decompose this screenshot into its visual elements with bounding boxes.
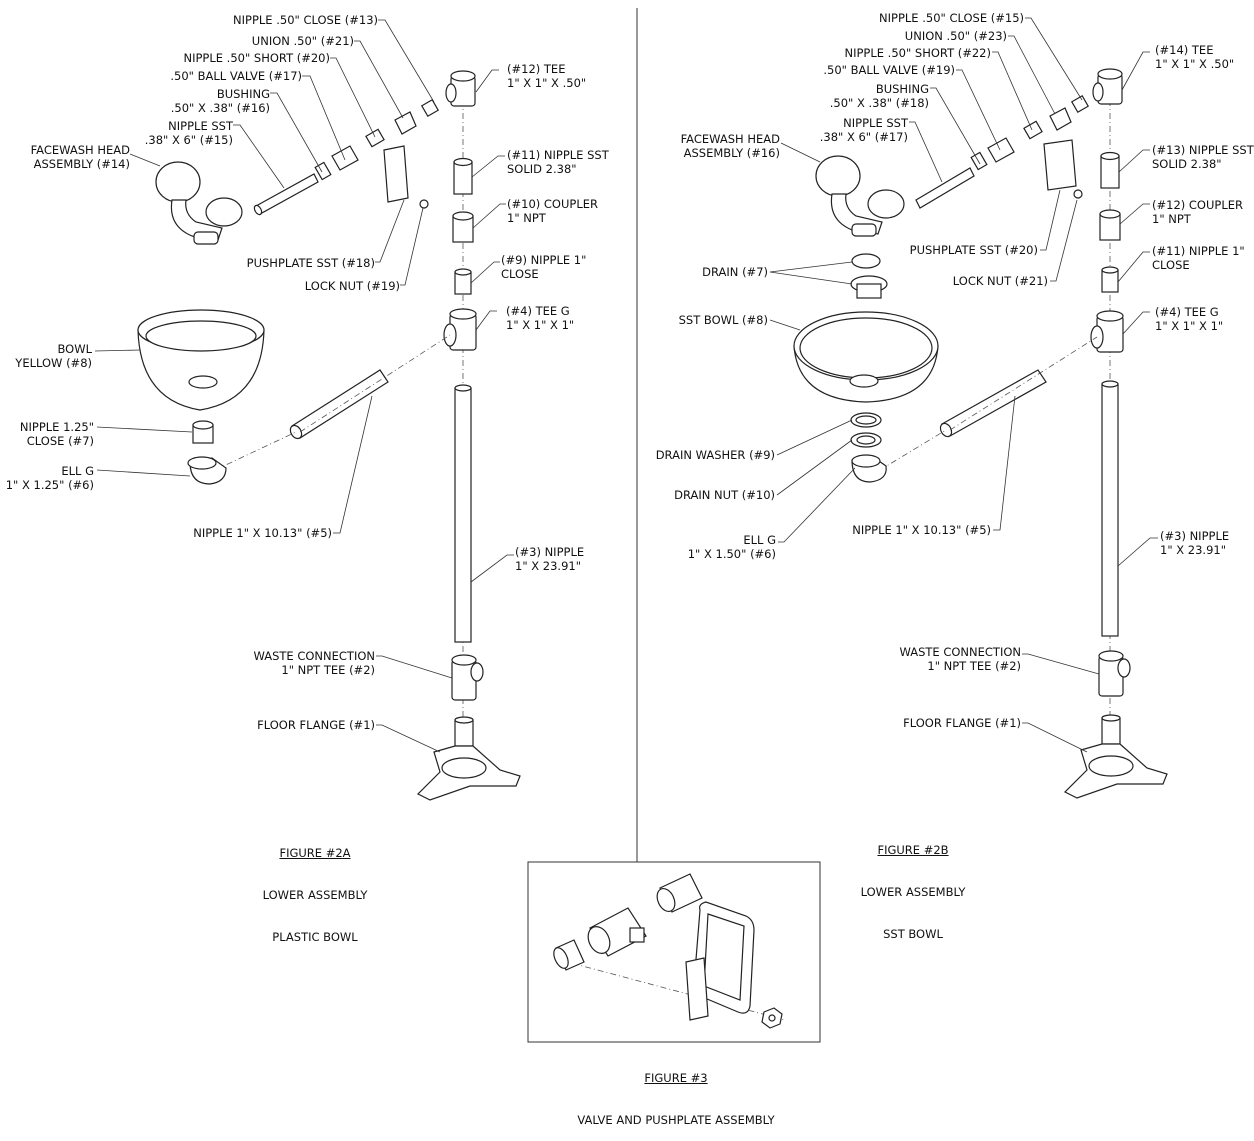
exploded-assembly-drawing	[94, 8, 1168, 1043]
figure-2b-subtitle-2: SST BOWL	[883, 927, 943, 941]
label-coupler-10: (#10) COUPLER 1" NPT	[507, 197, 598, 225]
fig3-lock-nut-part	[761, 1007, 783, 1029]
figure-2b-subtitle-1: LOWER ASSEMBLY	[860, 885, 966, 899]
nipple-3-part	[454, 384, 472, 643]
drain-washer-9-part	[850, 412, 882, 428]
tee-14-part	[1092, 68, 1123, 105]
valve-assembly-2a	[253, 98, 440, 216]
coupler-10-part	[452, 211, 474, 243]
label-floor-flange-1: FLOOR FLANGE (#1)	[903, 716, 1021, 730]
label-nipple-short-22: NIPPLE .50" SHORT (#22)	[844, 46, 991, 60]
label-facewash-head-16: FACEWASH HEAD ASSEMBLY (#16)	[680, 132, 780, 160]
figure-3-frame	[527, 861, 821, 1043]
label-bushing-18: BUSHING .50" X .38" (#18)	[829, 82, 929, 110]
tee-g-4-part	[1090, 310, 1124, 353]
label-nipple-11: (#11) NIPPLE SST SOLID 2.38"	[507, 148, 609, 176]
figure-2b-title: FIGURE #2B	[877, 843, 949, 857]
valve-assembly-2b	[915, 94, 1090, 209]
label-lock-nut-19: LOCK NUT (#19)	[304, 279, 400, 293]
label-sst-bowl-8: SST BOWL (#8)	[678, 313, 768, 327]
label-nipple-5: NIPPLE 1" X 10.13" (#5)	[852, 523, 991, 537]
label-bushing-16: BUSHING .50" X .38" (#16)	[170, 87, 270, 115]
facewash-head-16-part	[815, 155, 905, 237]
figure-2a-drawing	[137, 70, 521, 801]
label-waste-connection-2: WASTE CONNECTION 1" NPT TEE (#2)	[253, 649, 375, 677]
label-nipple-sst-15: NIPPLE SST .38" X 6" (#15)	[144, 119, 233, 147]
label-nipple-sst-17: NIPPLE SST .38" X 6" (#17)	[819, 116, 908, 144]
ell-6-part	[187, 456, 227, 485]
figure-3-title: FIGURE #3	[644, 1071, 708, 1085]
label-nipple-close-15: NIPPLE .50" CLOSE (#15)	[879, 11, 1024, 25]
label-tee-g-4: (#4) TEE G 1" X 1" X 1"	[506, 304, 575, 332]
label-drain-7: DRAIN (#7)	[702, 265, 768, 279]
figure-2a-title: FIGURE #2A	[279, 846, 351, 860]
figure-3-subtitle: VALVE AND PUSHPLATE ASSEMBLY	[577, 1113, 775, 1127]
nipple-5-part	[939, 369, 1047, 438]
label-nipple-9: (#9) NIPPLE 1" CLOSE	[501, 253, 587, 281]
waste-tee-2-part	[1098, 650, 1131, 697]
label-ball-valve-17: .50" BALL VALVE (#17)	[170, 69, 302, 83]
label-union-21: UNION .50" (#21)	[251, 34, 354, 48]
tee-12-part	[445, 70, 476, 107]
label-nipple-13: (#13) NIPPLE SST SOLID 2.38"	[1152, 143, 1254, 171]
nipple-11-part	[453, 157, 473, 195]
facewash-head-14-part	[155, 161, 243, 245]
label-ball-valve-19: .50" BALL VALVE (#19)	[823, 63, 955, 77]
nipple-5-part	[289, 369, 389, 440]
fig3-bushing-part	[553, 939, 585, 971]
figure-2b-drawing	[793, 68, 1168, 799]
floor-flange-1-part	[416, 716, 521, 801]
nipple-13-part	[1100, 151, 1120, 189]
label-nipple-3: (#3) NIPPLE 1" X 23.91"	[515, 545, 585, 573]
tee-g-4-part	[443, 308, 477, 351]
figure-2a-subtitle-1: LOWER ASSEMBLY	[262, 888, 368, 902]
figure-2b-leaders	[769, 17, 1158, 753]
label-nipple-3: (#3) NIPPLE 1" X 23.91"	[1160, 529, 1230, 557]
figure-2a-caption: FIGURE #2A LOWER ASSEMBLY PLASTIC BOWL	[230, 818, 400, 958]
floor-flange-1-part	[1063, 714, 1168, 799]
label-tee-g-4: (#4) TEE G 1" X 1" X 1"	[1155, 305, 1224, 333]
figure-2a-subtitle-2: PLASTIC BOWL	[272, 930, 358, 944]
label-drain-washer-9: DRAIN WASHER (#9)	[655, 448, 775, 462]
label-tee-12: (#12) TEE 1" X 1" X .50"	[507, 62, 587, 90]
label-bowl-8: BOWL YELLOW (#8)	[15, 342, 92, 370]
figure-3-caption: FIGURE #3 VALVE AND PUSHPLATE ASSEMBLY	[540, 1043, 812, 1141]
label-tee-14: (#14) TEE 1" X 1" X .50"	[1155, 43, 1235, 71]
label-nipple-11: (#11) NIPPLE 1" CLOSE	[1152, 244, 1245, 272]
nipple-11-part	[1101, 266, 1119, 293]
label-drain-nut-10: DRAIN NUT (#10)	[674, 488, 775, 502]
ell-6-part	[851, 454, 887, 483]
waste-tee-2-part	[451, 654, 484, 701]
drain-nut-10-part	[850, 432, 882, 448]
nipple-3-part	[1101, 380, 1119, 637]
label-facewash-head-14: FACEWASH HEAD ASSEMBLY (#14)	[30, 143, 130, 171]
label-union-23: UNION .50" (#23)	[904, 29, 1007, 43]
label-ell-6: ELL G 1" X 1.50" (#6)	[687, 533, 776, 561]
fig3-nipple-part	[656, 873, 703, 913]
label-nipple-7: NIPPLE 1.25" CLOSE (#7)	[19, 420, 94, 448]
label-nipple-5: NIPPLE 1" X 10.13" (#5)	[193, 526, 332, 540]
bowl-8-part	[137, 309, 265, 411]
label-pushplate-18: PUSHPLATE SST (#18)	[246, 256, 375, 270]
fig3-ball-valve-part	[587, 907, 647, 957]
figure-2b-caption: FIGURE #2B LOWER ASSEMBLY SST BOWL	[828, 815, 998, 955]
label-lock-nut-21: LOCK NUT (#21)	[952, 274, 1048, 288]
label-ell-6: ELL G 1" X 1.25" (#6)	[5, 464, 94, 492]
figure-3-drawing	[553, 873, 786, 1029]
nipple-7-part	[192, 420, 214, 444]
label-pushplate-20: PUSHPLATE SST (#20)	[909, 243, 1038, 257]
fig3-pushplate-part	[685, 901, 755, 1021]
figure-2a-leaders	[94, 19, 514, 753]
nipple-9-part	[454, 268, 472, 295]
coupler-12-part	[1099, 209, 1121, 241]
label-nipple-short-20: NIPPLE .50" SHORT (#20)	[183, 51, 330, 65]
label-floor-flange-1: FLOOR FLANGE (#1)	[257, 718, 375, 732]
label-nipple-close-13: NIPPLE .50" CLOSE (#13)	[233, 13, 378, 27]
sst-bowl-8-part	[793, 311, 939, 403]
label-coupler-12: (#12) COUPLER 1" NPT	[1152, 198, 1243, 226]
label-waste-connection-2: WASTE CONNECTION 1" NPT TEE (#2)	[899, 645, 1021, 673]
drain-7-part	[850, 253, 888, 299]
